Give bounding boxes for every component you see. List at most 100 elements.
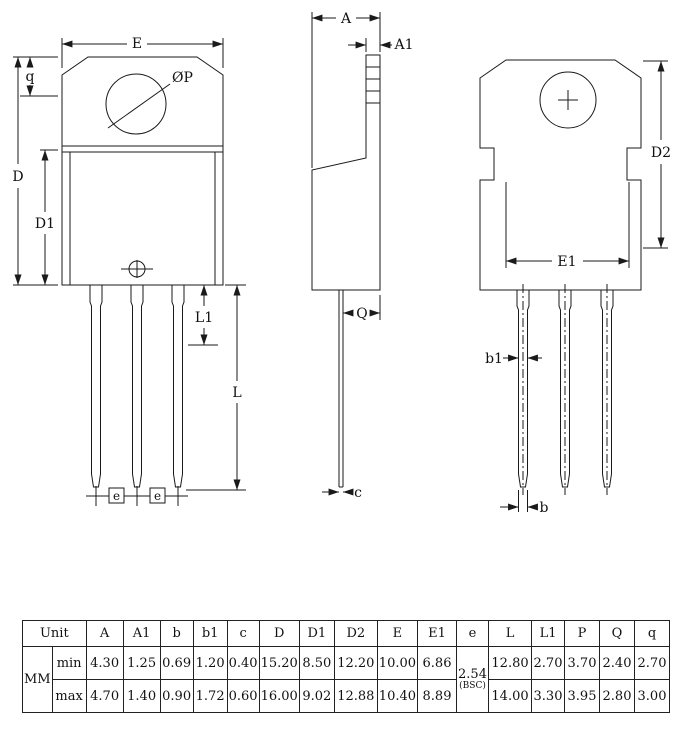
col-header-unit: Unit <box>22 620 87 647</box>
dim-L1: L1 <box>188 285 218 346</box>
back-leads <box>516 284 614 495</box>
dim-label-E1: E1 <box>557 254 576 270</box>
col-header-Q: Q <box>599 620 636 647</box>
dim-label-E: E <box>132 36 142 52</box>
side-view: A A1 Q c <box>311 11 414 501</box>
dim-label-A: A <box>340 11 352 27</box>
back-package-outline <box>479 59 642 291</box>
min-E: 10.00 <box>376 646 419 680</box>
front-leads <box>89 285 185 488</box>
value-e-bsc: 2.54 (BSC) <box>456 646 490 713</box>
dim-q: q <box>20 57 58 97</box>
dim-label-e2: e <box>154 489 161 503</box>
back-mounting-hole <box>539 71 597 129</box>
col-header-b: b <box>159 620 194 647</box>
min-D2: 12.20 <box>333 646 378 680</box>
dim-c: c <box>322 485 362 501</box>
col-header-D2: D2 <box>333 620 378 647</box>
dimension-table: Unit A A1 b b1 c D D1 D2 E E1 e L L1 P Q… <box>22 620 671 713</box>
max-b1: 1.72 <box>192 679 228 713</box>
max-P: 3.95 <box>564 679 601 713</box>
dim-e: e e <box>86 486 188 506</box>
dim-b1: b1 <box>485 351 542 367</box>
front-package-outline <box>61 56 224 286</box>
min-q: 2.70 <box>634 646 671 680</box>
max-Q: 2.80 <box>599 679 636 713</box>
dim-label-e1: e <box>113 489 120 503</box>
dim-label-A1: A1 <box>393 37 413 53</box>
dim-Q: Q <box>343 295 381 322</box>
dim-A1: A1 <box>348 37 414 53</box>
e-value: 2.54 <box>458 666 487 682</box>
max-L1: 3.30 <box>531 679 566 713</box>
min-A: 4.30 <box>85 646 124 680</box>
col-header-E: E <box>376 620 419 647</box>
unit-mm-label: MM <box>22 646 53 713</box>
dim-label-D1: D1 <box>35 216 55 232</box>
side-package-outline <box>311 54 381 291</box>
col-header-q: q <box>634 620 671 647</box>
min-Q: 2.40 <box>599 646 636 680</box>
max-E: 10.40 <box>376 679 419 713</box>
dim-D2: D2 <box>643 60 671 249</box>
col-header-L: L <box>488 620 533 647</box>
col-header-c: c <box>226 620 260 647</box>
col-header-D: D <box>258 620 300 647</box>
min-D1: 8.50 <box>298 646 335 680</box>
col-header-A: A <box>85 620 124 647</box>
dim-L: L <box>186 284 246 491</box>
min-P: 3.70 <box>564 646 601 680</box>
min-L1: 2.70 <box>531 646 566 680</box>
max-b: 0.90 <box>159 679 194 713</box>
min-D: 15.20 <box>258 646 300 680</box>
package-outline-drawing: ØP E q <box>12 11 671 516</box>
max-A: 4.70 <box>85 679 124 713</box>
dim-label-L1: L1 <box>195 310 213 326</box>
max-c: 0.60 <box>226 679 260 713</box>
min-row: MM min 4.30 1.25 0.69 1.20 0.40 15.20 8.… <box>22 646 671 713</box>
dim-b: b <box>500 490 549 516</box>
col-header-e: e <box>456 620 490 647</box>
dim-E1: E1 <box>506 254 629 270</box>
dim-D1: D1 <box>35 149 58 285</box>
min-A1: 1.25 <box>122 646 161 680</box>
min-b: 0.69 <box>159 646 194 680</box>
max-D2: 12.88 <box>333 679 378 713</box>
min-E1: 6.86 <box>417 646 458 680</box>
col-header-L1: L1 <box>531 620 566 647</box>
mounting-hole <box>105 73 167 135</box>
max-E1: 8.89 <box>417 679 458 713</box>
dim-label-D: D <box>12 169 23 185</box>
max-label: max <box>51 679 87 713</box>
max-q: 3.00 <box>634 679 671 713</box>
min-c: 0.40 <box>226 646 260 680</box>
max-A1: 1.40 <box>122 679 161 713</box>
side-lead <box>338 290 344 488</box>
max-row: max 4.70 1.40 0.90 1.72 0.60 16.00 9.02 … <box>23 679 671 713</box>
dim-label-Q: Q <box>356 306 367 322</box>
max-D: 16.00 <box>258 679 300 713</box>
dim-label-D2: D2 <box>651 145 671 161</box>
back-view: E1 D2 b1 b <box>479 59 671 516</box>
header-row: Unit A A1 b b1 c D D1 D2 E E1 e L L1 P Q… <box>22 620 671 647</box>
dim-label-b1: b1 <box>485 351 503 367</box>
col-header-b1: b1 <box>192 620 228 647</box>
min-L: 12.80 <box>488 646 533 680</box>
front-view: ØP E q <box>12 36 246 506</box>
dim-D: D <box>12 56 58 286</box>
dim-label-P: ØP <box>172 70 193 86</box>
max-D1: 9.02 <box>298 679 335 713</box>
col-header-E1: E1 <box>417 620 458 647</box>
min-label: min <box>51 646 87 680</box>
dim-label-b: b <box>540 500 549 516</box>
dim-label-q: q <box>26 69 35 85</box>
e-bsc-note: (BSC) <box>459 680 486 691</box>
col-header-A1: A1 <box>122 620 161 647</box>
min-b1: 1.20 <box>192 646 228 680</box>
max-L: 14.00 <box>488 679 533 713</box>
col-header-D1: D1 <box>298 620 335 647</box>
col-header-P: P <box>564 620 601 647</box>
dim-label-c: c <box>354 485 362 501</box>
dim-label-L: L <box>232 385 241 401</box>
